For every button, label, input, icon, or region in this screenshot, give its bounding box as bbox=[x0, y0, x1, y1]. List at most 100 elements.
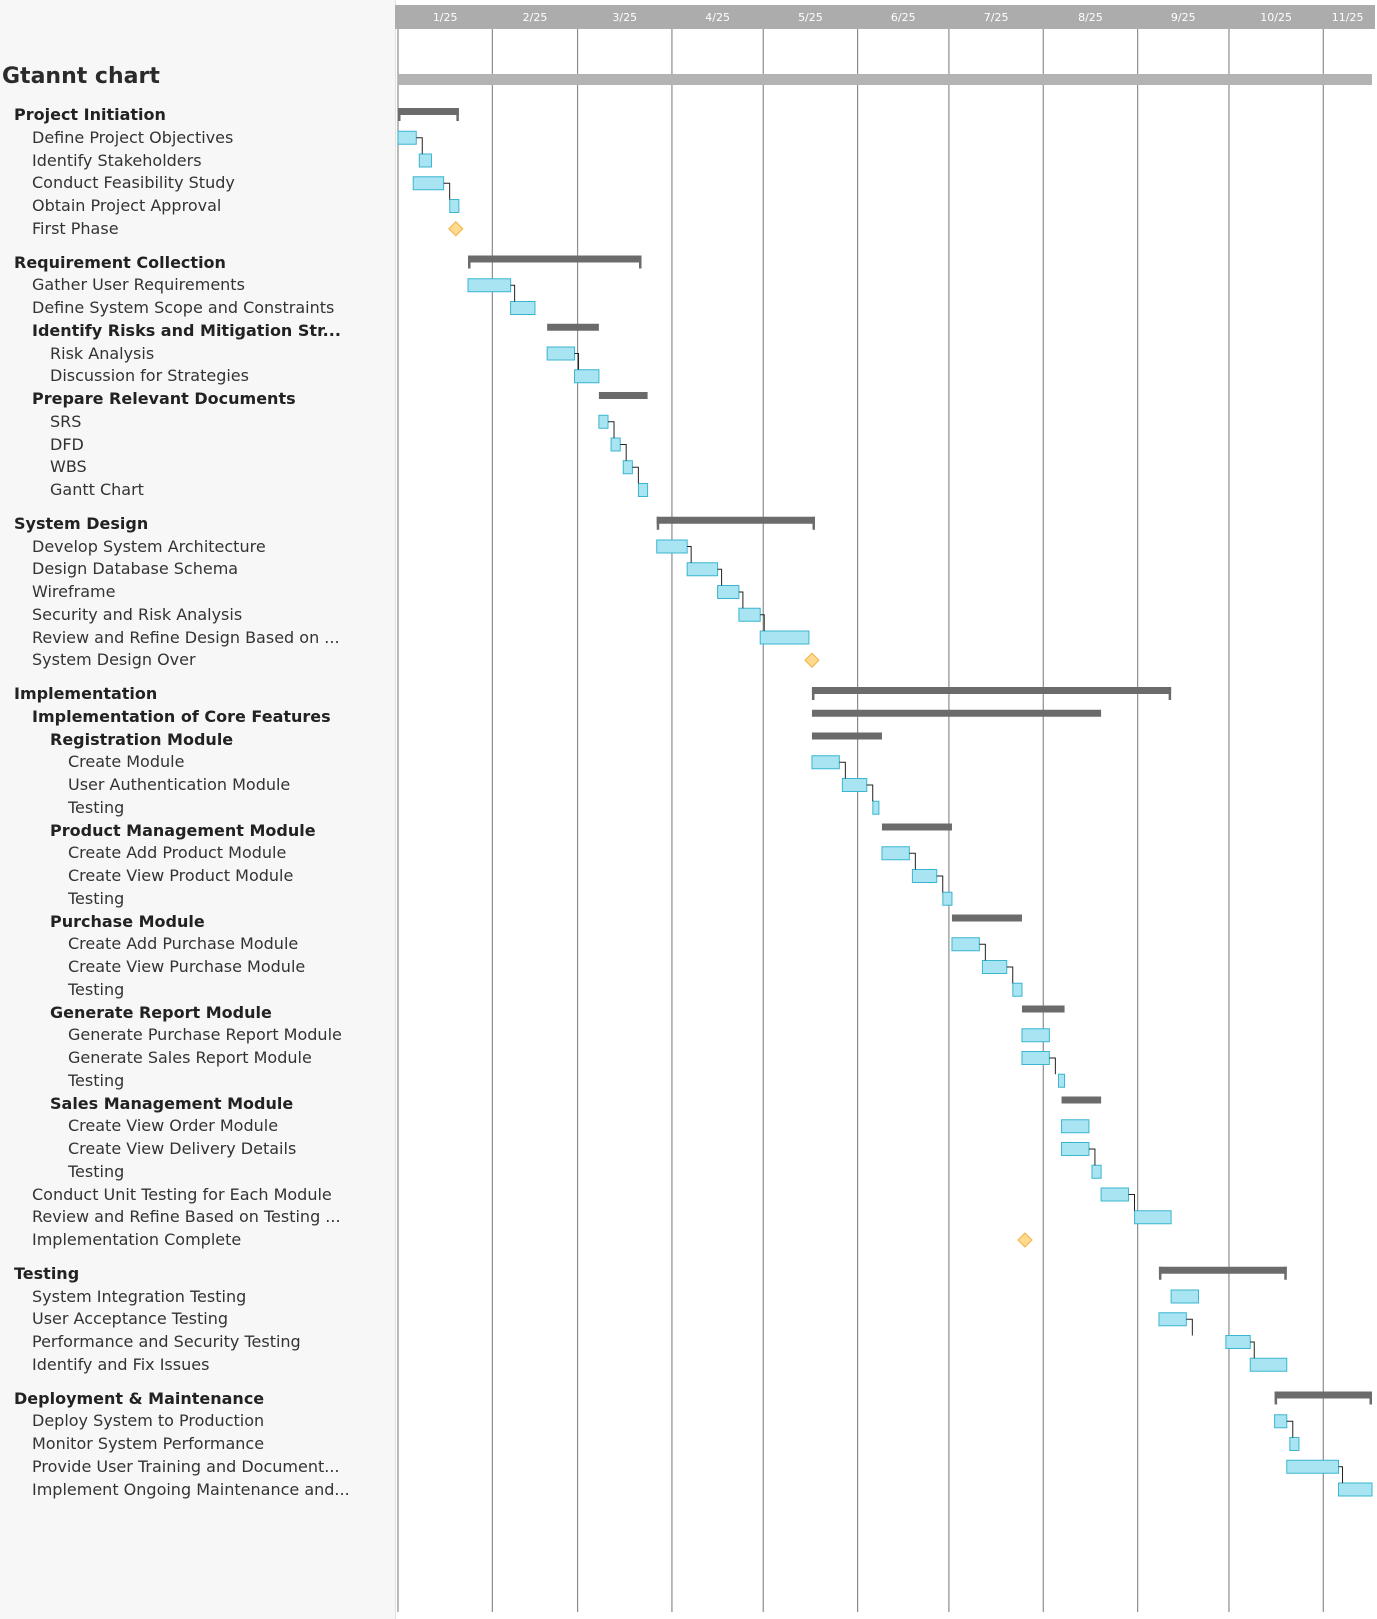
task-bar bbox=[759, 630, 810, 645]
dependency-connector bbox=[574, 353, 580, 370]
summary-bar bbox=[656, 516, 815, 524]
summary-bar bbox=[1274, 1391, 1372, 1399]
task-bar bbox=[412, 176, 445, 191]
task-label: Create View Purchase Module bbox=[68, 957, 306, 976]
summary-bar-end bbox=[398, 108, 401, 121]
task-label: Testing bbox=[68, 1161, 125, 1181]
task-bar bbox=[546, 346, 576, 361]
task-label: Security and Risk Analysis bbox=[32, 604, 243, 624]
x-tick-label: 9/25 bbox=[1171, 11, 1196, 24]
task-label: Testing bbox=[68, 979, 125, 999]
task-label: SRS bbox=[50, 411, 82, 431]
dependency-connector bbox=[416, 137, 423, 154]
summary-bar bbox=[598, 392, 648, 399]
dependency-connector bbox=[687, 546, 692, 563]
summary-bar-end bbox=[656, 516, 660, 530]
task-label: System Integration Testing bbox=[32, 1286, 247, 1306]
task-label: Registration Module bbox=[50, 729, 234, 749]
task-label: Gantt Chart bbox=[50, 480, 144, 499]
task-bar bbox=[981, 960, 1008, 974]
task-bar bbox=[1091, 1164, 1102, 1179]
task-label: Testing bbox=[68, 888, 125, 908]
summary-bar-end bbox=[1369, 1391, 1372, 1405]
milestone-marker bbox=[1017, 1232, 1033, 1248]
task-bar bbox=[872, 800, 880, 815]
task-label: User Authentication Module bbox=[68, 775, 291, 794]
task-label: Generate Sales Report Module bbox=[68, 1048, 312, 1067]
task-bar bbox=[1021, 1051, 1050, 1065]
dependency-connector bbox=[1128, 1194, 1135, 1211]
task-label: Implementation bbox=[14, 684, 158, 703]
x-tick-label: 3/25 bbox=[612, 11, 637, 24]
task-bar bbox=[449, 199, 460, 213]
task-label: Develop System Architecture bbox=[32, 536, 266, 556]
summary-bar bbox=[811, 732, 882, 740]
summary-bar-end bbox=[1284, 1266, 1287, 1280]
task-label: Conduct Feasibility Study bbox=[32, 173, 235, 193]
dependency-connector bbox=[632, 466, 639, 484]
task-label: Identify Risks and Mitigation Str... bbox=[32, 320, 341, 340]
summary-bar bbox=[1061, 1096, 1102, 1104]
chart-title: Gtannt chart bbox=[2, 64, 160, 89]
task-label: Create View Order Module bbox=[68, 1116, 279, 1136]
task-bar bbox=[1289, 1437, 1300, 1451]
x-tick-label: 5/25 bbox=[798, 11, 823, 24]
task-label: Sales Management Module bbox=[50, 1093, 294, 1113]
dependency-connector bbox=[510, 284, 516, 302]
dependency-connector bbox=[738, 591, 744, 609]
task-bar bbox=[1100, 1187, 1129, 1202]
task-bar bbox=[881, 846, 910, 861]
task-label: System Design bbox=[14, 513, 149, 533]
timeline-header bbox=[395, 5, 1375, 29]
task-label: Review and Refine Based on Testing ... bbox=[32, 1207, 341, 1227]
milestone-marker bbox=[448, 221, 464, 237]
task-label: First Phase bbox=[32, 218, 119, 238]
dependency-connector bbox=[760, 614, 765, 631]
summary-bar bbox=[951, 914, 1022, 922]
summary-bar-end bbox=[1274, 1391, 1278, 1405]
task-label: Requirement Collection bbox=[14, 252, 226, 272]
task-label: Deploy System to Production bbox=[32, 1411, 265, 1431]
task-label: Purchase Module bbox=[50, 911, 205, 931]
task-label: Create View Delivery Details bbox=[68, 1139, 297, 1158]
task-label: Identify and Fix Issues bbox=[32, 1354, 210, 1374]
task-label: Provide User Training and Document... bbox=[32, 1456, 340, 1476]
task-label: Performance and Security Testing bbox=[32, 1332, 301, 1351]
task-bar bbox=[1274, 1414, 1288, 1429]
summary-bar-end bbox=[811, 687, 815, 700]
task-bar bbox=[610, 437, 621, 452]
task-bar bbox=[574, 369, 600, 384]
task-bar bbox=[1061, 1142, 1090, 1156]
task-bar bbox=[951, 937, 980, 952]
task-label: Create Module bbox=[68, 752, 185, 772]
task-bar bbox=[1170, 1289, 1200, 1304]
task-bar bbox=[1057, 1073, 1066, 1088]
task-bar bbox=[1225, 1335, 1251, 1349]
x-tick-label: 11/25 bbox=[1332, 11, 1364, 24]
task-bar bbox=[1021, 1028, 1050, 1043]
task-label: Identify Stakeholders bbox=[32, 150, 202, 170]
summary-bar bbox=[881, 823, 952, 831]
dependency-connector bbox=[620, 444, 627, 461]
dependency-connector bbox=[839, 761, 846, 779]
task-bar bbox=[717, 585, 740, 599]
task-label: Discussion for Strategies bbox=[50, 366, 249, 386]
summary-bar-end bbox=[812, 516, 815, 530]
dependency-connector bbox=[443, 182, 451, 200]
task-label: Product Management Module bbox=[50, 820, 316, 840]
x-tick-label: 10/25 bbox=[1260, 11, 1292, 24]
task-label: Generate Report Module bbox=[50, 1002, 272, 1022]
task-bar bbox=[622, 460, 633, 475]
task-label: Obtain Project Approval bbox=[32, 196, 222, 215]
x-tick-label: 4/25 bbox=[705, 11, 730, 24]
task-bar bbox=[942, 891, 953, 906]
dependency-connector bbox=[717, 568, 723, 586]
x-tick-label: 6/25 bbox=[891, 11, 916, 24]
summary-bar bbox=[547, 323, 599, 331]
x-tick-label: 8/25 bbox=[1078, 11, 1103, 24]
task-label: DFD bbox=[50, 434, 84, 454]
task-label: Project Initiation bbox=[14, 105, 166, 124]
task-bar bbox=[637, 483, 649, 497]
